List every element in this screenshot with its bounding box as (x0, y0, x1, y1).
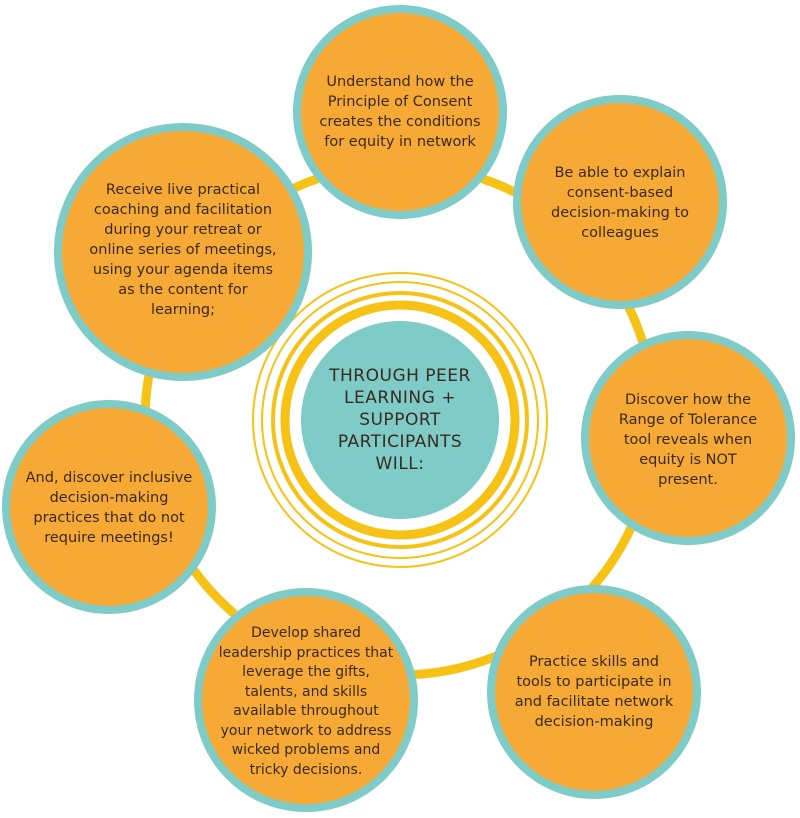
node-circle-range-of-tolerance (581, 331, 795, 545)
node-circle-shared-leadership (194, 588, 418, 812)
center-label: THROUGH PEER LEARNING + SUPPORT PARTICIP… (329, 366, 471, 474)
center-ring-outer (252, 272, 548, 568)
node-text-shared-leadership: Develop shared leadership practices that… (218, 625, 394, 778)
node-circle-practice-skills (487, 585, 701, 799)
node-text-live-coaching: Receive live practical coaching and faci… (89, 182, 277, 318)
node-text-inclusive-practices: And, discover inclusive decision-making … (25, 470, 193, 546)
node-circle-consent-principle (293, 5, 507, 219)
node-circle-live-coaching (54, 123, 312, 381)
center-ring-second (271, 291, 529, 549)
center-circle (301, 321, 499, 519)
node-text-consent-principle: Understand how the Principle of Consent … (319, 74, 481, 150)
node-text-range-of-tolerance: Discover how the Range of Tolerance tool… (618, 392, 758, 488)
center-ring-third (261, 281, 539, 559)
node-text-practice-skills: Practice skills and tools to participate… (514, 654, 674, 730)
center-ring-inner (280, 300, 520, 540)
node-circle-inclusive-practices (2, 400, 216, 614)
node-circle-explain-consent (513, 95, 727, 309)
node-text-explain-consent: Be able to explain consent-based decisio… (551, 165, 689, 241)
